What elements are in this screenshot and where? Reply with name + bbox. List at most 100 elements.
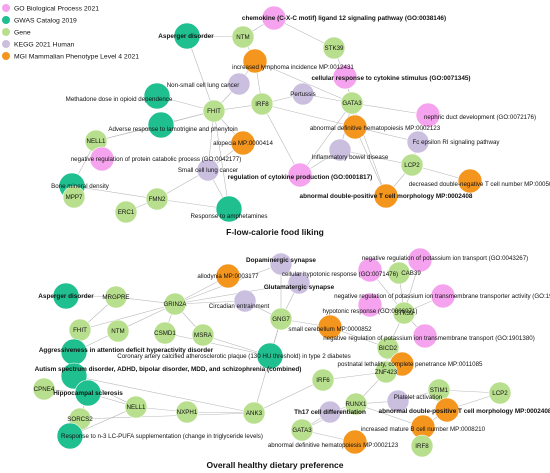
- node-label: increased lymphoma incidence MP:0012431: [232, 64, 354, 71]
- node-label: negative regulation of potassium ion tra…: [323, 335, 535, 342]
- node-mgi[interactable]: [230, 130, 256, 156]
- node-go[interactable]: [89, 146, 115, 172]
- node-gene[interactable]: [124, 395, 148, 419]
- node-gwas[interactable]: [143, 82, 171, 110]
- node-kegg[interactable]: [287, 271, 311, 295]
- node-kegg[interactable]: [233, 289, 257, 313]
- node-gwas[interactable]: [52, 282, 80, 310]
- node-kegg[interactable]: [196, 158, 220, 182]
- edge: [351, 102, 429, 116]
- edge: [253, 379, 324, 414]
- legend-swatch: [2, 16, 10, 24]
- node-label: GRIN2A: [163, 301, 187, 308]
- node-gene[interactable]: [191, 323, 215, 347]
- node-gene[interactable]: [311, 368, 335, 392]
- node-label: GNG7: [272, 316, 290, 323]
- node-label: Bone mineral density: [51, 183, 110, 190]
- node-go[interactable]: [261, 5, 287, 31]
- node-kegg[interactable]: [291, 82, 315, 106]
- node-go[interactable]: [357, 257, 383, 283]
- node-gene[interactable]: [410, 434, 434, 458]
- node-kegg[interactable]: [406, 130, 430, 154]
- node-label: NELL1: [127, 404, 146, 411]
- node-label: IRF8: [255, 101, 269, 108]
- node-label: MRGPRE: [102, 294, 129, 301]
- node-gene[interactable]: [376, 336, 400, 360]
- edge: [174, 300, 246, 305]
- node-gene[interactable]: [250, 92, 274, 116]
- edge: [261, 103, 301, 176]
- node-gene[interactable]: [163, 292, 187, 316]
- node-gene[interactable]: [340, 91, 364, 115]
- node-gene[interactable]: [104, 285, 128, 309]
- node-mgi[interactable]: [242, 48, 268, 74]
- node-gwas[interactable]: [215, 195, 243, 223]
- node-go[interactable]: [357, 292, 383, 318]
- node-label: GATA3: [342, 100, 362, 107]
- node-gene[interactable]: [32, 377, 56, 401]
- node-gene[interactable]: [344, 392, 368, 416]
- node-gene[interactable]: [62, 185, 86, 209]
- node-gwas[interactable]: [74, 379, 102, 407]
- node-gwas[interactable]: [173, 22, 201, 50]
- node-label: STK39: [395, 310, 414, 317]
- node-label: negative regulation of protein catabolic…: [71, 156, 242, 163]
- node-gene[interactable]: [106, 319, 130, 343]
- node-go[interactable]: [332, 64, 358, 90]
- node-mgi[interactable]: [215, 263, 241, 289]
- node-label: Dopaminergic synapse: [246, 257, 316, 264]
- node-label: NTM: [111, 328, 124, 335]
- node-gene[interactable]: [153, 321, 177, 345]
- panel-title: Overall healthy dietary preference: [206, 460, 343, 470]
- node-label: ERC1: [118, 209, 135, 216]
- edge: [261, 103, 356, 128]
- node-kegg[interactable]: [328, 138, 352, 162]
- node-gene[interactable]: [392, 301, 416, 325]
- node-kegg[interactable]: [227, 72, 251, 96]
- node-gene[interactable]: [269, 307, 293, 331]
- node-gene[interactable]: [202, 99, 226, 123]
- node-kegg[interactable]: [386, 389, 410, 413]
- node-go[interactable]: [407, 247, 433, 273]
- node-label: nephric duct development (GO:0072176): [424, 114, 536, 121]
- node-label: ANK3: [246, 410, 263, 417]
- node-label: allodynia MP:0003177: [197, 273, 259, 280]
- node-label: RUNX1: [346, 401, 368, 408]
- node-gene[interactable]: [322, 36, 346, 60]
- node-gene[interactable]: [387, 261, 411, 285]
- node-go[interactable]: [415, 102, 441, 128]
- node-mgi[interactable]: [342, 429, 368, 455]
- node-mgi[interactable]: [457, 168, 483, 194]
- node-gene[interactable]: [114, 200, 138, 224]
- node-mgi[interactable]: [373, 183, 399, 209]
- node-label: Asperger disorder: [38, 293, 94, 300]
- node-kegg[interactable]: [269, 252, 293, 276]
- node-kegg[interactable]: [318, 400, 342, 424]
- node-label: IRF6: [316, 377, 330, 384]
- node-label: abnormal double-positive T cell morpholo…: [300, 193, 473, 200]
- node-gene[interactable]: [231, 25, 255, 49]
- node-go[interactable]: [287, 162, 313, 188]
- node-gwas[interactable]: [256, 342, 284, 370]
- node-mgi[interactable]: [317, 314, 343, 340]
- node-gene[interactable]: [488, 381, 512, 405]
- node-label: NXPH1: [177, 409, 198, 416]
- node-label: MPP7: [66, 194, 83, 201]
- node-gwas[interactable]: [56, 422, 84, 450]
- node-gene[interactable]: [374, 360, 398, 384]
- node-label: IRF8: [415, 443, 429, 450]
- node-gene[interactable]: [400, 153, 424, 177]
- node-gene[interactable]: [145, 187, 169, 211]
- node-label: NTM: [236, 34, 249, 41]
- node-gene[interactable]: [290, 418, 314, 442]
- node-go[interactable]: [412, 323, 438, 349]
- node-mgi[interactable]: [434, 397, 460, 423]
- node-gwas[interactable]: [147, 111, 175, 139]
- node-gene[interactable]: [175, 400, 199, 424]
- edge: [299, 102, 353, 176]
- node-go[interactable]: [430, 283, 456, 309]
- node-mgi[interactable]: [342, 114, 368, 140]
- node-gene[interactable]: [242, 401, 266, 425]
